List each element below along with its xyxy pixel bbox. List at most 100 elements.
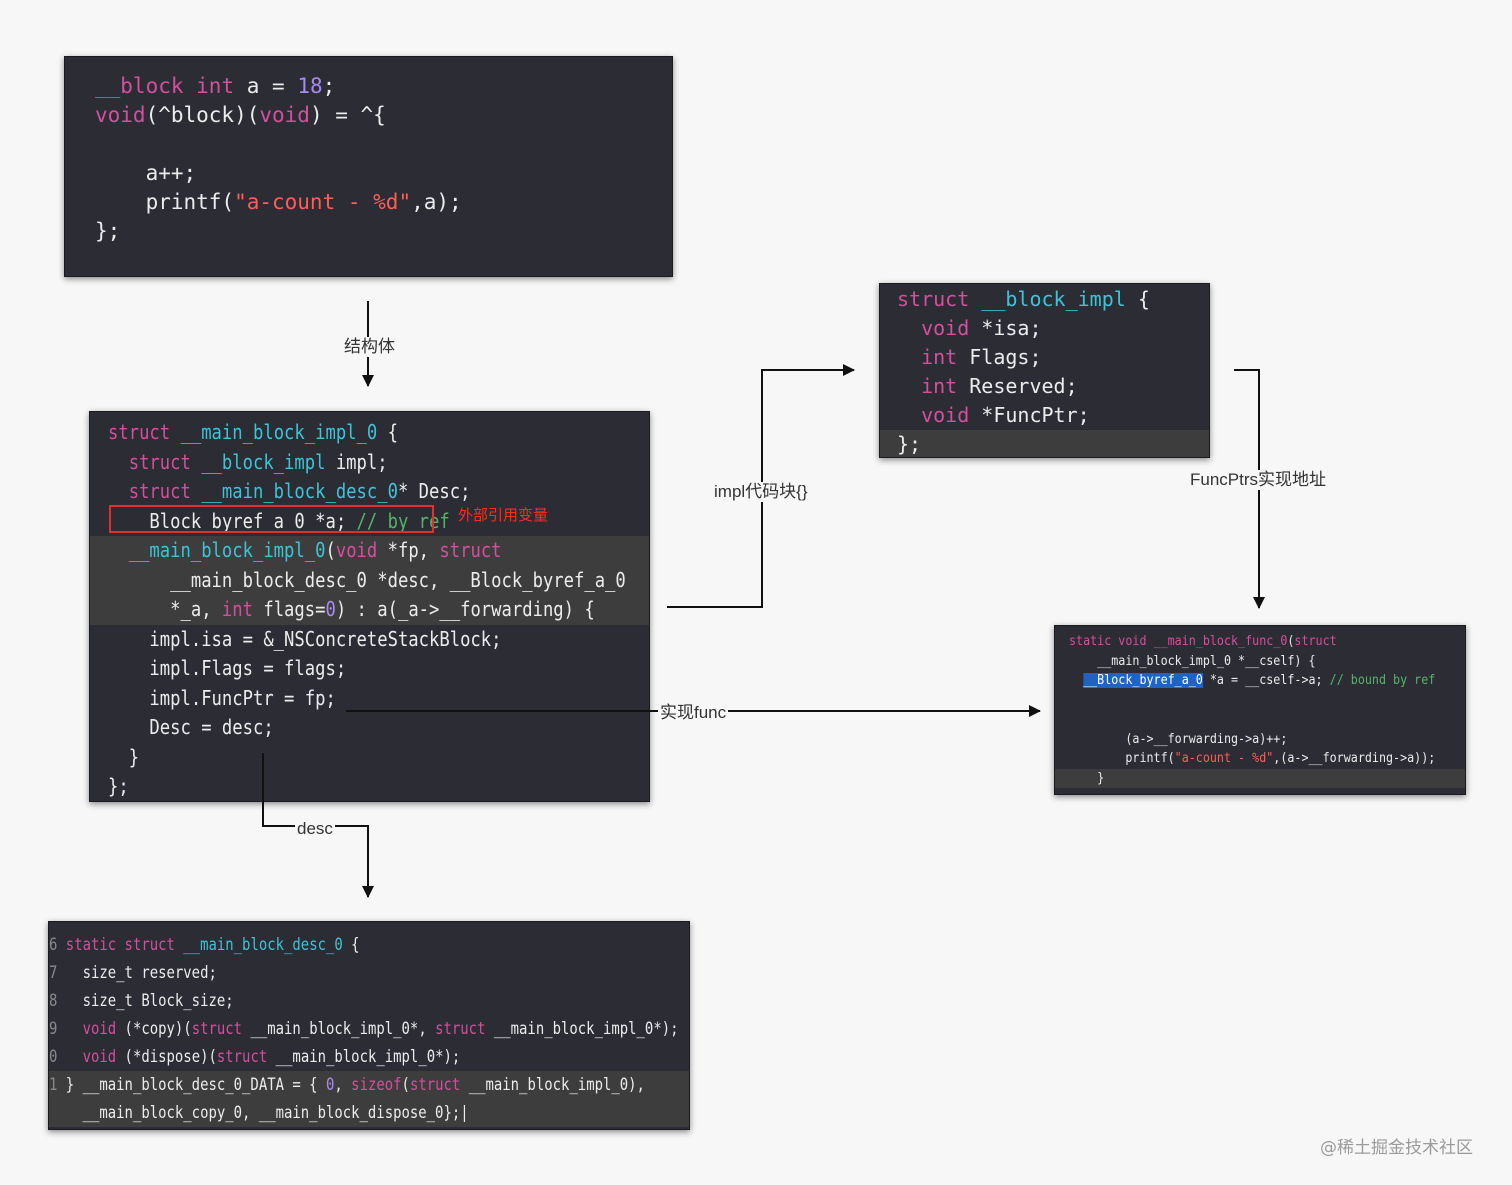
code-line: __Block_byref_a_0 *a = __cself->a; // bo… [1055, 671, 1465, 691]
code-token: ; [322, 74, 336, 98]
code-token: void [897, 403, 970, 427]
code-line: }; [90, 772, 649, 801]
code-token: // by ref [356, 508, 450, 533]
code-token: __block_impl [190, 449, 326, 474]
code-line: __main_block_impl_0(void *fp, struct [90, 536, 649, 566]
code-line: int Reserved; [880, 372, 1209, 401]
code-token: (*copy)( [116, 1019, 192, 1039]
code-token: void [897, 316, 970, 340]
code-line: __block int a = 18; [65, 72, 672, 101]
code-token: { [377, 420, 398, 444]
code-line: int Flags; [880, 343, 1209, 372]
code-token: impl; [325, 449, 388, 474]
code-line: } [1055, 768, 1465, 788]
code-token: ) : a(_a->__forwarding) { [335, 597, 595, 621]
code-line: } [90, 743, 649, 773]
code-token: 18 [297, 74, 323, 98]
code-token: flags= [252, 597, 326, 621]
code-token: __main_block_impl_0 [170, 420, 378, 444]
code-token: 6 [49, 935, 66, 955]
code-token: int [221, 597, 253, 621]
code-token: * Desc; [397, 479, 471, 503]
code-token: 0 [325, 1075, 335, 1095]
code-token: ( [325, 538, 336, 562]
code-line: __main_block_impl_0 *__cself) { [1055, 652, 1465, 672]
code-line: impl.FuncPtr = fp; [90, 684, 649, 714]
code-token: ) = ^{ [309, 103, 386, 127]
func-label: 实现func [658, 703, 729, 723]
code-line: struct __block_impl impl; [90, 448, 649, 478]
code-token: __Block_byref_a_0 *a; [108, 508, 357, 533]
code-token: 1 [49, 1075, 66, 1095]
byref-highlight-frame [109, 505, 434, 533]
code-line: Desc = desc; [90, 713, 649, 743]
code-line: void(^block)(void) = ^{ [65, 101, 672, 130]
code-line: impl.Flags = flags; [90, 654, 649, 684]
source-code-block: __block int a = 18;void(^block)(void) = … [64, 56, 673, 277]
code-line: __Block_byref_a_0 *a; // by ref [90, 507, 649, 537]
code-line: struct __main_block_impl_0 { [90, 418, 649, 448]
code-token: static void [1069, 634, 1147, 649]
code-token: a++; [95, 161, 197, 185]
code-token: struct [1294, 634, 1337, 649]
code-token: "a-count - %d" [1174, 751, 1274, 766]
code-token: __main_block_impl_0 *__cself) { [1069, 653, 1316, 669]
code-token: __main_block_impl_0), [460, 1075, 645, 1095]
code-token: ,(a->__forwarding->a)); [1273, 751, 1436, 766]
code-line: 6 static struct __main_block_desc_0 { [49, 931, 689, 959]
code-token: } __main_block_desc_0_DATA = { [65, 1075, 326, 1095]
code-token: ,a); [411, 190, 462, 214]
code-token: } [1069, 770, 1105, 786]
code-token: __block [95, 74, 197, 98]
code-line: __main_block_copy_0, __main_block_dispos… [49, 1099, 689, 1127]
code-token: }; [108, 774, 129, 798]
code-token: __main_block_copy_0, __main_block_dispos… [49, 1103, 469, 1123]
code-token: Desc = desc; [108, 715, 274, 739]
code-token: Reserved; [957, 374, 1078, 398]
code-token: printf( [1069, 751, 1175, 766]
code-token: 0 [49, 1047, 66, 1067]
code-token: void [259, 103, 310, 127]
code-token: __main_block_func_0 [1146, 634, 1288, 649]
code-token: *a = __cself->a; [1202, 673, 1330, 688]
code-token: struct [108, 479, 191, 503]
code-token: sizeof [351, 1075, 402, 1095]
code-token: 7 [49, 963, 66, 983]
code-token: struct [409, 1075, 461, 1095]
code-token: struct [108, 449, 191, 474]
code-token: printf( [95, 190, 235, 214]
code-line: struct __block_impl { [880, 285, 1209, 314]
code-token: Flags; [957, 345, 1042, 369]
impl-label: impl代码块{} [712, 482, 810, 502]
struct-label: 结构体 [342, 337, 397, 357]
code-token: void [335, 538, 378, 562]
code-token: { [1125, 287, 1150, 311]
code-token: *fp, [377, 538, 440, 562]
code-token: __Block_byref_a_0 [1083, 673, 1203, 688]
code-token: struct [439, 538, 502, 562]
code-token: struct [897, 287, 970, 311]
code-token: __main_block_impl_0*); [267, 1047, 461, 1067]
code-token: ( [1287, 634, 1295, 649]
block-desc-struct: 6 static struct __main_block_desc_0 { 7 s… [48, 921, 690, 1130]
code-token: __main_block_desc_0 *desc, __Block_byref… [108, 567, 626, 592]
code-line: a++; [65, 159, 672, 188]
code-line: impl.isa = &_NSConcreteStackBlock; [90, 625, 649, 655]
code-line: void *FuncPtr; [880, 401, 1209, 430]
code-token: void [65, 1047, 117, 1067]
code-token: ( [401, 1075, 410, 1095]
code-token: *_a, [108, 597, 222, 621]
code-line: *_a, int flags=0) : a(_a->__forwarding) … [90, 595, 649, 625]
code-token: a = [234, 74, 298, 98]
code-token: __main_block_desc_0 [174, 935, 343, 955]
code-token: int [897, 374, 958, 398]
code-token: (a->__forwarding->a)++; [1069, 731, 1288, 747]
code-token: *isa; [969, 316, 1042, 340]
code-token: struct [191, 1019, 243, 1039]
code-line: }; [880, 430, 1209, 457]
block-func-implementation: static void __main_block_func_0(struct _… [1054, 625, 1466, 795]
code-token: } [108, 744, 140, 769]
code-token: __main_block_desc_0 [190, 479, 398, 503]
code-token: }; [95, 219, 121, 243]
code-line: void *isa; [880, 314, 1209, 343]
